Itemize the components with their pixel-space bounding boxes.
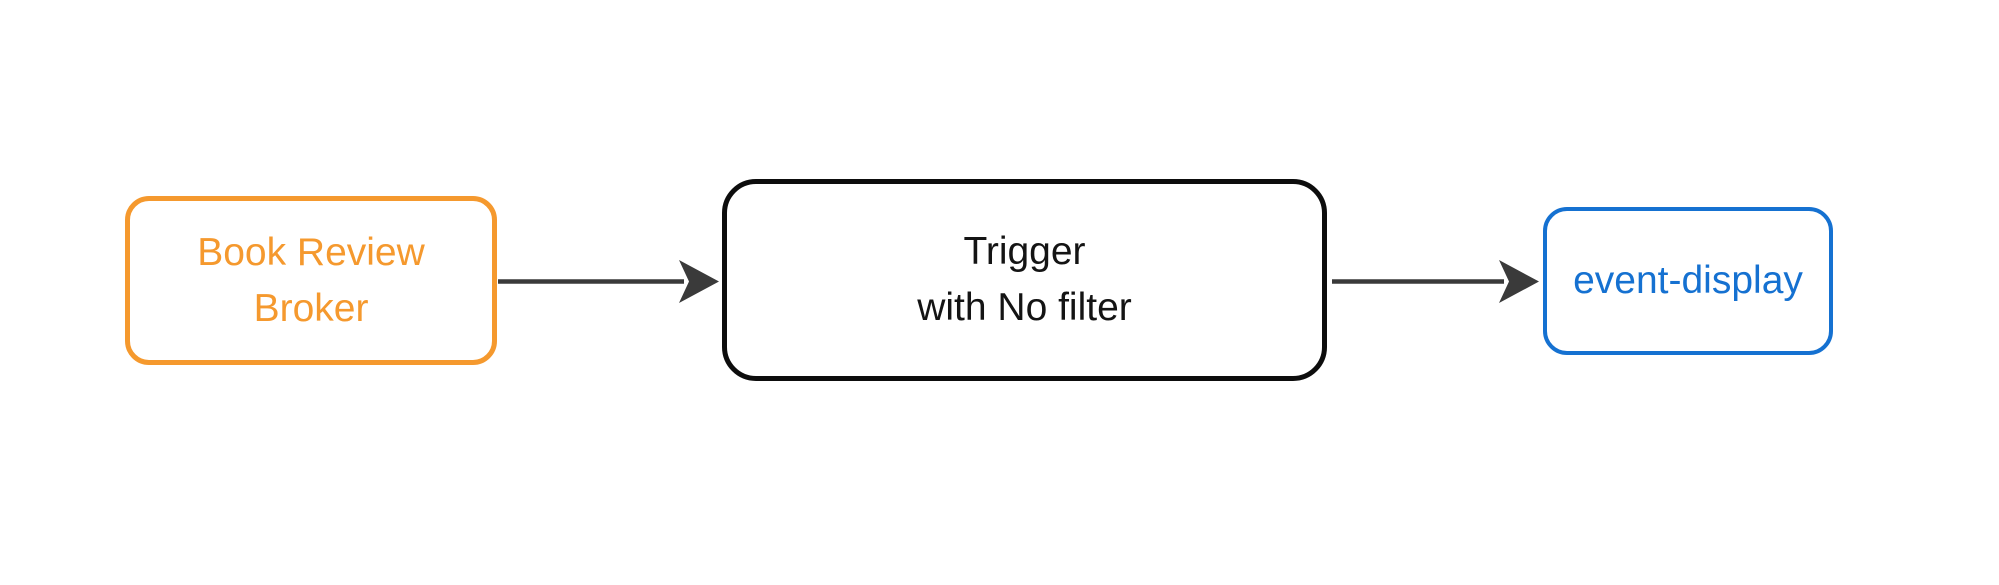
node-trigger-label-line1: Trigger: [963, 230, 1086, 273]
arrow-broker-to-trigger: [498, 260, 719, 303]
node-trigger-label-line2: with No filter: [917, 286, 1132, 329]
node-sink-label: event-display: [1573, 259, 1803, 302]
node-trigger: Trigger with No filter: [722, 179, 1327, 381]
arrowhead-icon: [679, 260, 719, 303]
node-broker: Book Review Broker: [125, 196, 497, 365]
node-broker-label-line1: Book Review: [197, 230, 425, 274]
node-sink: event-display: [1543, 207, 1833, 355]
node-broker-label-line2: Broker: [253, 286, 369, 330]
arrowhead-icon: [1499, 260, 1539, 303]
arrow-trigger-to-sink: [1332, 260, 1539, 303]
